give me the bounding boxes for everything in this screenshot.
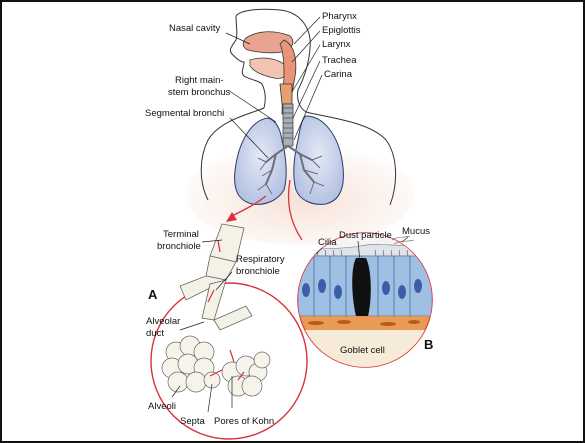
label-dust-particle: Dust particle	[339, 230, 392, 241]
label-alveolar-line2: duct	[146, 328, 164, 339]
trachea-rings	[283, 104, 293, 146]
label-segmental-bronchi: Segmental bronchi	[145, 108, 224, 119]
label-larynx: Larynx	[322, 39, 351, 50]
label-respiratory-line1: Respiratory	[236, 254, 285, 265]
label-cilia: Cilia	[318, 237, 337, 248]
label-terminal-line2: bronchiole	[157, 241, 201, 252]
label-alveoli: Alveoli	[148, 401, 176, 412]
label-epiglottis: Epiglottis	[322, 25, 361, 36]
panel-label-b: B	[424, 337, 433, 352]
label-carina: Carina	[324, 69, 353, 80]
larynx	[280, 84, 292, 104]
label-trachea: Trachea	[322, 55, 357, 66]
label-terminal-line1: Terminal	[163, 229, 199, 240]
label-goblet-cell: Goblet cell	[340, 345, 385, 356]
label-right-mainstem-line1: Right main-	[175, 75, 224, 86]
label-respiratory-line2: bronchiole	[236, 266, 280, 277]
label-pharynx: Pharynx	[322, 11, 357, 22]
label-pores-of-kohn: Pores of Kohn	[214, 416, 274, 427]
panel-label-a: A	[148, 287, 158, 302]
label-right-mainstem-line2: stem bronchus	[168, 87, 231, 98]
goblet-cell	[352, 258, 371, 316]
label-alveolar-line1: Alveolar	[146, 316, 180, 327]
label-nasal-cavity: Nasal cavity	[169, 23, 220, 34]
label-septa: Septa	[180, 416, 206, 427]
label-mucus: Mucus	[402, 226, 430, 237]
